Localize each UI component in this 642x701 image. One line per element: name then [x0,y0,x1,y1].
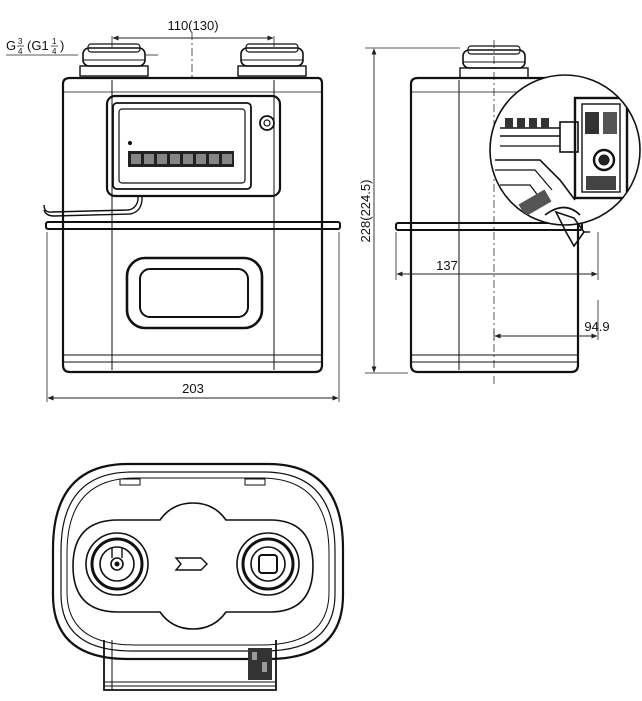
dim-height-label: 228(224.5) [358,180,373,243]
dim-inlet-spacing-label: 110(130) [167,18,218,33]
dim-depth-label: 137 [436,258,458,273]
svg-text:3: 3 [18,37,23,46]
outlet-connector [237,43,307,77]
register-housing [105,94,282,198]
top-view-cover [72,502,314,630]
meter-body-outline [61,76,324,374]
cable [43,196,139,213]
svg-text:(G1: (G1 [27,38,49,53]
counter-digits [128,151,234,167]
seal-screw [259,115,275,131]
top-view-outlet [236,532,300,596]
side-dimensions [365,47,599,374]
top-view-register [103,640,277,691]
svg-text:4: 4 [18,47,23,56]
front-dimensions [6,35,340,402]
svg-text:1: 1 [52,37,57,46]
svg-text:): ) [60,38,64,53]
inlet-connector [79,43,149,77]
svg-text:G: G [6,38,16,53]
flange-band [45,221,341,230]
dim-offset-label: 94.9 [584,319,609,334]
register-detail-cutaway [489,74,641,248]
front-view [43,32,341,374]
dim-width-label: 203 [182,381,204,396]
flow-direction-arrow-icon [174,557,208,571]
top-view [51,462,345,691]
thread-size-label: G 3 4 (G1 1 4 ) [6,37,64,56]
side-view [395,40,583,385]
top-view-inlet [85,532,149,596]
svg-text:4: 4 [52,47,57,56]
index-window [125,256,264,330]
